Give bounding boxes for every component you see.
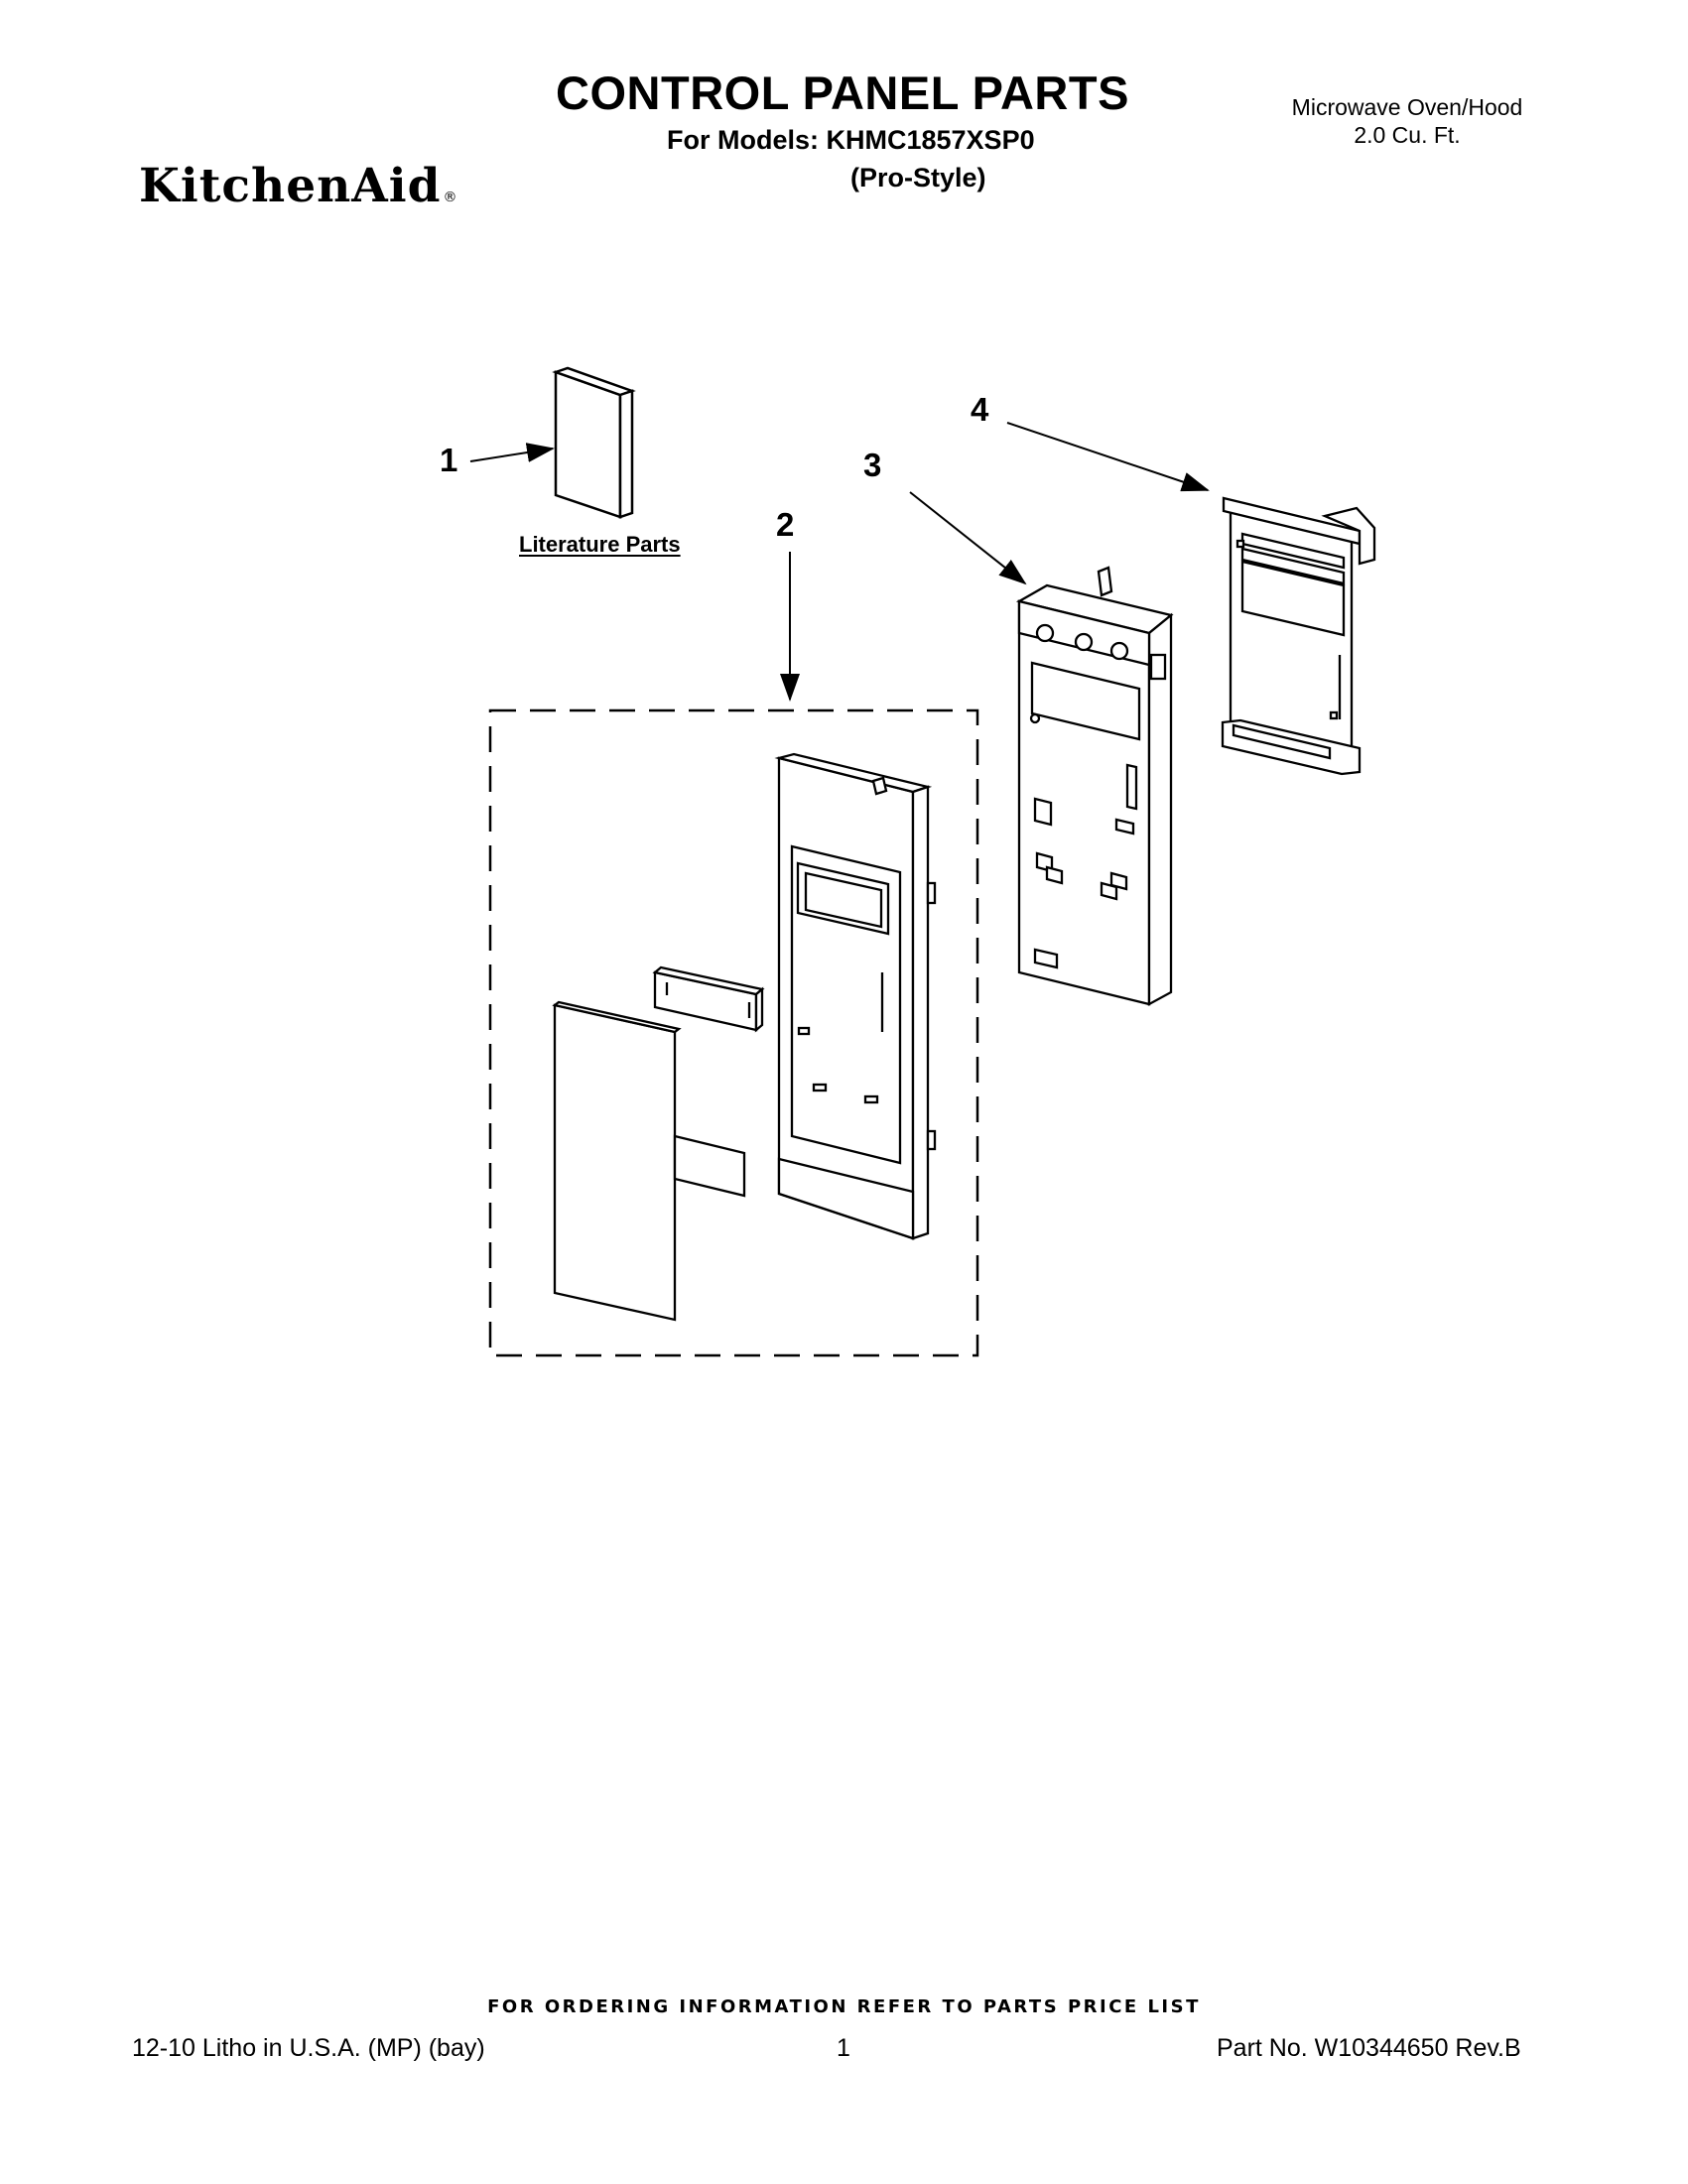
brand-logo: KitchenAid® <box>139 159 457 213</box>
display-lens-icon <box>652 965 765 1033</box>
brand-name: KitchenAid <box>139 159 442 213</box>
callout-3: 3 <box>863 447 882 483</box>
model-number: For Models: KHMC1857XSP0 <box>667 125 1035 155</box>
callout-1-leader <box>469 443 555 462</box>
product-type-line2: 2.0 Cu. Ft. <box>1354 122 1461 148</box>
part-number: Part No. W10344650 Rev.B <box>1217 2034 1521 2062</box>
brand-registered-mark: ® <box>443 190 458 205</box>
callout-2: 2 <box>776 506 795 543</box>
model-style: (Pro-Style) <box>850 163 986 193</box>
membrane-keypad-icon <box>552 1000 682 1322</box>
page-title: CONTROL PANEL PARTS <box>0 65 1688 120</box>
callout-3-leader <box>909 491 1027 585</box>
literature-parts-label: Literature Parts <box>519 532 681 557</box>
callout-1: 1 <box>440 442 458 478</box>
litho-info: 12-10 Litho in U.S.A. (MP) (bay) <box>132 2034 485 2062</box>
product-type: Microwave Oven/Hood 2.0 Cu. Ft. <box>1278 93 1536 149</box>
product-type-line1: Microwave Oven/Hood <box>1291 94 1523 120</box>
control-panel-bracket-icon <box>1015 566 1174 1006</box>
callout-4-leader <box>1006 422 1210 492</box>
literature-booklet-icon <box>552 366 636 519</box>
page-number: 1 <box>837 2034 850 2062</box>
control-board-icon <box>1221 496 1376 776</box>
ordering-info: FOR ORDERING INFORMATION REFER TO PARTS … <box>487 1996 1201 2017</box>
control-panel-frame-icon <box>774 752 937 1240</box>
page-title-text: CONTROL PANEL PARTS <box>556 66 1129 119</box>
callout-4: 4 <box>971 391 989 428</box>
control-panel-assembly-box <box>488 708 979 1357</box>
keypad-tail-icon <box>673 1134 746 1198</box>
